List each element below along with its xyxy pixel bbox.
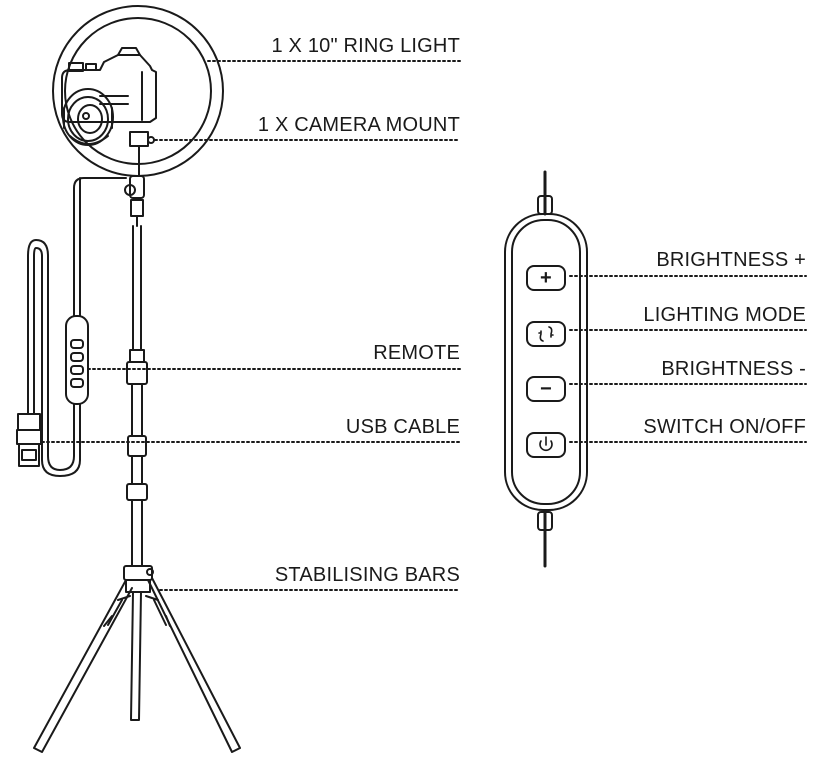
label-lighting-mode: LIGHTING MODE bbox=[643, 304, 806, 326]
usb-plug bbox=[16, 413, 42, 467]
power-button bbox=[526, 432, 566, 458]
power-icon bbox=[539, 436, 553, 452]
leader-lines bbox=[41, 60, 807, 591]
lighting-mode-button bbox=[526, 321, 566, 347]
label-brightness-minus: BRIGHTNESS - bbox=[661, 358, 806, 380]
label-stabilising-bars: STABILISING BARS bbox=[274, 564, 460, 586]
stand-pole bbox=[126, 225, 148, 567]
label-usb-cable: USB CABLE bbox=[345, 416, 460, 438]
label-camera-mount: 1 X CAMERA MOUNT bbox=[257, 114, 460, 136]
tilt-head bbox=[124, 175, 145, 227]
label-remote: REMOTE bbox=[373, 342, 460, 364]
tripod bbox=[33, 565, 241, 753]
plus-symbol: + bbox=[540, 267, 552, 289]
camera-mount bbox=[129, 131, 155, 177]
minus-symbol: − bbox=[540, 378, 552, 400]
remote-small bbox=[65, 315, 89, 405]
brightness-plus-button bbox=[526, 265, 566, 291]
label-brightness-plus: BRIGHTNESS + bbox=[656, 249, 806, 271]
remote-large bbox=[504, 170, 588, 568]
camera-icon bbox=[61, 47, 157, 146]
label-switch-on-off: SWITCH ON/OFF bbox=[643, 416, 806, 438]
brightness-minus-button bbox=[526, 376, 566, 402]
label-ring-light: 1 X 10" RING LIGHT bbox=[271, 35, 460, 57]
usb-cable bbox=[27, 177, 127, 477]
